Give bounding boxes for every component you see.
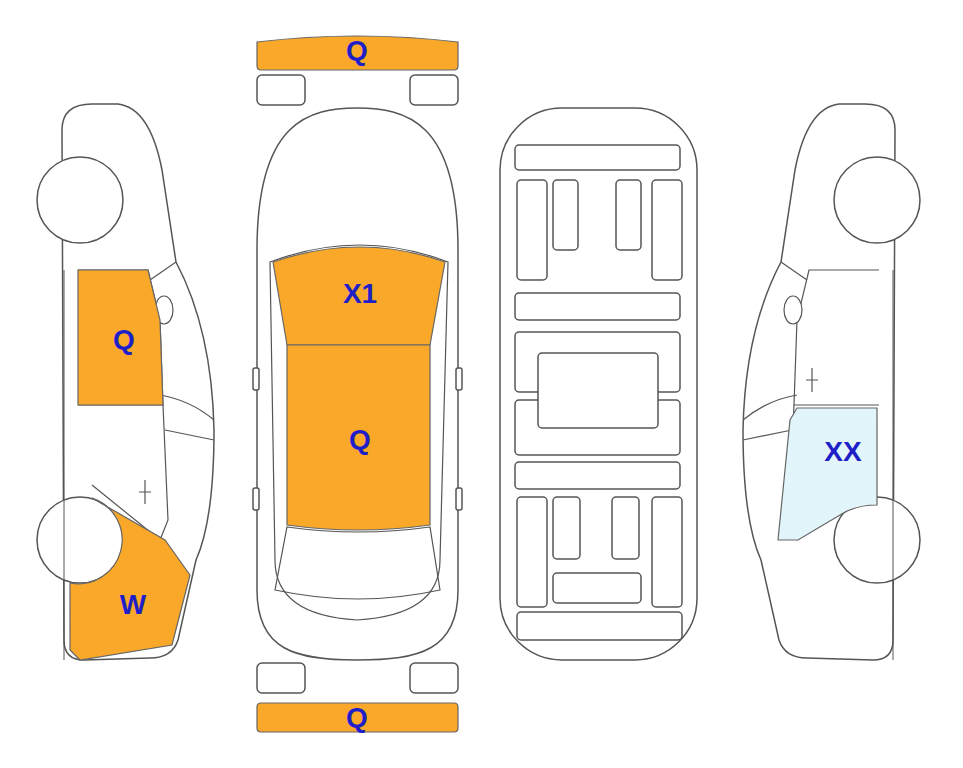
underbody-panel: [515, 293, 680, 320]
front-bumper-area: Q: [255, 28, 461, 72]
right-side-view: [743, 104, 920, 660]
damage-code: Q: [346, 704, 368, 732]
underbody-panel: [553, 573, 641, 603]
taillight: [257, 663, 305, 693]
rear-window: [275, 527, 440, 599]
cabin-outline: [270, 245, 448, 620]
headlight: [410, 75, 458, 105]
rear-bumper-area: Q: [255, 701, 461, 735]
mirror: [253, 368, 259, 390]
underbody-panel: [616, 180, 641, 250]
damage-region: [773, 405, 879, 543]
damage-shape: [78, 270, 163, 405]
damage-code: X1: [343, 280, 377, 308]
damage-shape: [70, 498, 190, 660]
top-view: [253, 75, 462, 693]
mirror: [253, 488, 259, 510]
underbody-panel: [652, 497, 682, 607]
underbody-panel: [517, 497, 547, 607]
mirror: [456, 368, 462, 390]
damage-code: Q: [349, 426, 371, 454]
damage-code: Q: [346, 37, 368, 65]
underbody-panel: [517, 612, 682, 640]
roof-area: Q: [285, 343, 433, 535]
underbody-panel: [553, 497, 580, 559]
damage-shape: [287, 345, 430, 530]
underbody-panel: [652, 180, 682, 280]
damage-region: [68, 483, 193, 663]
headlight: [257, 75, 305, 105]
car-body: [257, 108, 458, 660]
underbody-panel: [517, 180, 547, 280]
underbody-panel: [612, 497, 639, 559]
underbody: [500, 108, 697, 660]
left-side-view: [37, 104, 214, 660]
front-door-area: Q: [76, 268, 166, 408]
underbody-panel: [515, 145, 680, 170]
damage-shape: [257, 703, 458, 732]
damage-code: XX: [824, 438, 861, 466]
damage-shape: [257, 36, 458, 70]
damage-code: Q: [113, 326, 135, 354]
underbody-panel: [515, 462, 680, 489]
underbody-panel: [553, 180, 578, 250]
damage-shape: [778, 408, 877, 540]
damage-code: W: [120, 591, 146, 619]
rear-door-area: XX: [773, 405, 879, 543]
mirror: [456, 488, 462, 510]
underside-view: [500, 108, 697, 660]
rear-quarter-area: W: [68, 483, 193, 663]
damage-shape: [273, 247, 445, 345]
underbody-panel: [538, 353, 658, 428]
windshield-area: X1: [270, 234, 448, 348]
taillight: [410, 663, 458, 693]
